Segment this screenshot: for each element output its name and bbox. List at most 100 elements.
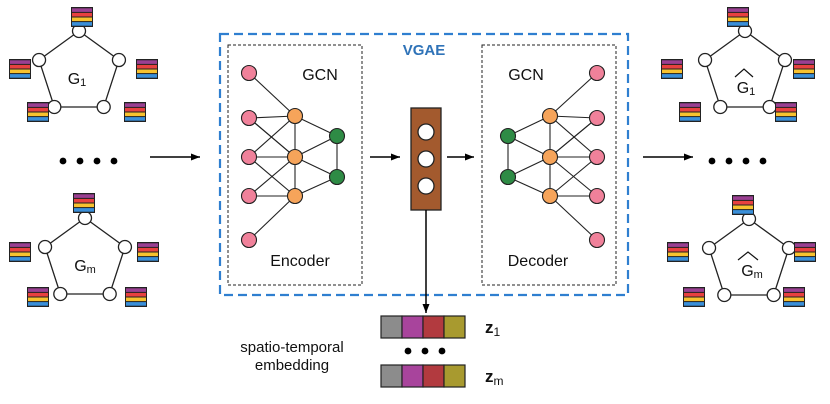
embedding-caption-line1: spatio-temporal bbox=[240, 339, 343, 356]
feature-stack bbox=[27, 102, 49, 122]
feature-stripe bbox=[72, 12, 92, 17]
feature-stripe bbox=[794, 60, 814, 64]
feature-stripe bbox=[10, 243, 30, 247]
input-node bbox=[240, 187, 258, 205]
embedding-cell bbox=[443, 364, 466, 388]
feature-stripe bbox=[28, 117, 48, 121]
feature-stack bbox=[9, 59, 31, 79]
network-edge bbox=[549, 156, 598, 197]
network-edge bbox=[248, 117, 296, 158]
feature-stripe bbox=[795, 247, 815, 252]
embedding-caption-line2: embedding bbox=[255, 357, 329, 374]
feature-stripe bbox=[138, 257, 158, 261]
embedding-last-label: zm bbox=[485, 367, 504, 388]
feature-stack bbox=[73, 193, 95, 213]
feature-stripe bbox=[684, 288, 704, 292]
graph-node bbox=[762, 99, 777, 115]
graph-node bbox=[102, 286, 117, 302]
feature-stripe bbox=[668, 243, 688, 247]
embedding-cell bbox=[422, 364, 445, 388]
feature-stripe bbox=[776, 103, 796, 107]
input-node bbox=[240, 109, 258, 127]
feature-stack bbox=[727, 7, 749, 27]
hidden-node bbox=[286, 187, 304, 205]
feature-stripe bbox=[10, 257, 30, 261]
output-graph-first bbox=[661, 7, 815, 122]
feature-stack bbox=[9, 242, 31, 262]
graph-node bbox=[47, 99, 62, 115]
network-edge bbox=[549, 72, 598, 117]
graph-node bbox=[111, 52, 127, 68]
feature-stripe bbox=[137, 64, 157, 69]
feature-stripe bbox=[125, 103, 145, 107]
network-edge bbox=[549, 115, 598, 158]
embedding-cell bbox=[422, 315, 445, 339]
feature-stripe bbox=[137, 60, 157, 64]
feature-stack-frame bbox=[683, 287, 705, 307]
feature-stack-frame bbox=[775, 102, 797, 122]
graph-node bbox=[53, 286, 68, 302]
feature-stripe bbox=[74, 208, 94, 212]
feature-stack bbox=[783, 287, 805, 307]
feature-stack-frame bbox=[679, 102, 701, 122]
feature-stripe bbox=[125, 117, 145, 121]
graph-node bbox=[77, 210, 93, 226]
embedding-cell bbox=[401, 315, 424, 339]
latent-node bbox=[417, 177, 435, 195]
feature-stripe bbox=[28, 103, 48, 107]
feature-stripe bbox=[684, 292, 704, 297]
feature-stripe bbox=[28, 107, 48, 112]
feature-stack-frame bbox=[794, 242, 816, 262]
latent-node bbox=[417, 123, 435, 141]
graph-node bbox=[31, 52, 47, 68]
embedding-ellipsis bbox=[404, 347, 446, 355]
decoder-gcn-label: GCN bbox=[508, 67, 544, 84]
network-edge bbox=[248, 195, 296, 241]
feature-stack-frame bbox=[73, 193, 95, 213]
feature-stripe bbox=[10, 64, 30, 69]
feature-stripe bbox=[10, 60, 30, 64]
encoder-network bbox=[240, 64, 346, 249]
feature-stack-frame bbox=[125, 287, 147, 307]
embedding-cell bbox=[443, 315, 466, 339]
feature-stripe bbox=[728, 8, 748, 12]
feature-stripe bbox=[728, 12, 748, 17]
feature-stripe bbox=[662, 69, 682, 74]
encoder-box bbox=[227, 44, 363, 286]
output-graph-last bbox=[667, 195, 816, 307]
feature-stack-frame bbox=[783, 287, 805, 307]
feature-stripe bbox=[28, 112, 48, 117]
feature-stripe bbox=[795, 252, 815, 257]
feature-stack bbox=[775, 102, 797, 122]
embedding-cell bbox=[380, 315, 403, 339]
input-graph-first-label: G1 bbox=[68, 71, 87, 89]
feature-stack-frame bbox=[9, 59, 31, 79]
input-node bbox=[588, 187, 606, 205]
latent-output-node bbox=[499, 168, 517, 186]
embedding-cell bbox=[401, 364, 424, 388]
output-ellipsis bbox=[708, 157, 767, 165]
feature-stripe bbox=[776, 117, 796, 121]
embedding-vector-last bbox=[380, 364, 466, 388]
embedding-vector-first bbox=[380, 315, 466, 339]
feature-stripe bbox=[795, 257, 815, 261]
input-node bbox=[588, 109, 606, 127]
feature-stripe bbox=[684, 302, 704, 306]
latent-output-node bbox=[499, 127, 517, 145]
feature-stripe bbox=[74, 194, 94, 198]
graph-edges bbox=[704, 30, 786, 108]
feature-stack bbox=[683, 287, 705, 307]
feature-stack-frame bbox=[27, 102, 49, 122]
vgae-frame bbox=[218, 32, 630, 297]
feature-stripe bbox=[794, 69, 814, 74]
feature-stripe bbox=[28, 297, 48, 302]
feature-stack-frame bbox=[793, 59, 815, 79]
feature-stripe bbox=[668, 252, 688, 257]
graph-edges bbox=[44, 217, 126, 295]
encoder-gcn-label: GCN bbox=[302, 67, 338, 84]
feature-stripe bbox=[680, 103, 700, 107]
feature-stack bbox=[71, 7, 93, 27]
feature-stripe bbox=[10, 247, 30, 252]
feature-stripe bbox=[125, 112, 145, 117]
feature-stripe bbox=[137, 74, 157, 78]
